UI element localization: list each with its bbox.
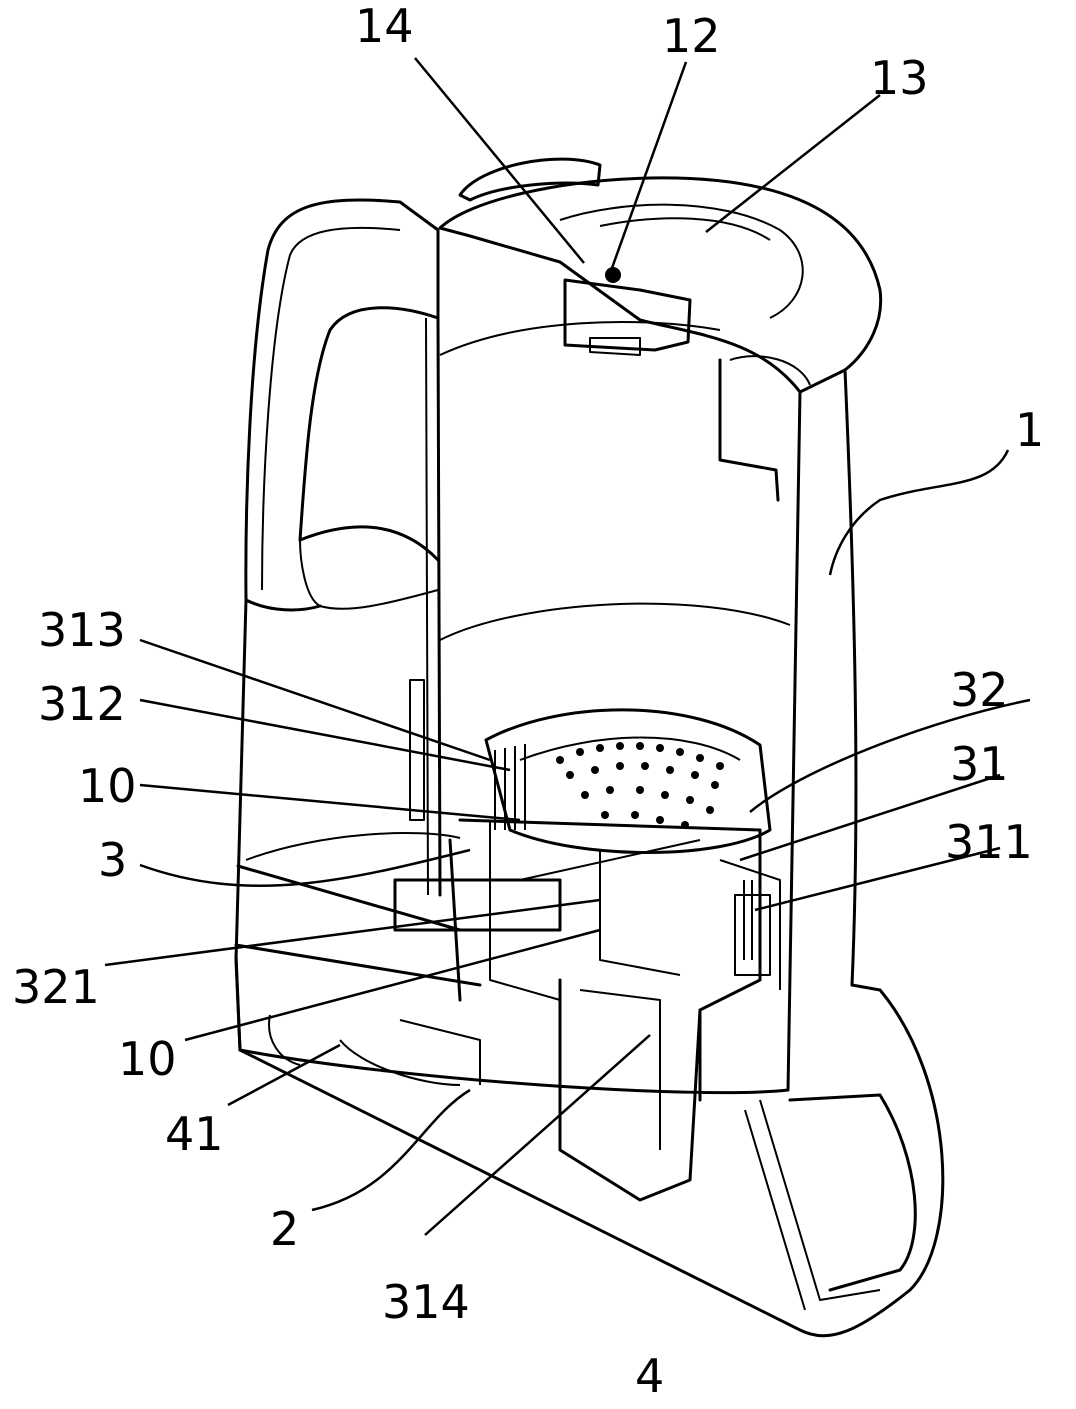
label-31: 31 — [950, 737, 1009, 791]
fins — [409, 679, 761, 960]
leader-lines — [104, 57, 1031, 1236]
kettle-body — [234, 267, 858, 1092]
label-10-bottom: 10 — [118, 1032, 177, 1086]
label-2: 2 — [270, 1202, 299, 1256]
label-12: 12 — [662, 9, 721, 63]
label-3: 3 — [98, 833, 127, 887]
label-4: 4 — [635, 1349, 664, 1403]
label-13: 13 — [870, 51, 929, 105]
label-14: 14 — [355, 0, 414, 53]
lid-button-icon — [605, 267, 621, 283]
filter-assembly — [393, 708, 781, 1202]
label-314: 314 — [382, 1275, 470, 1329]
label-1: 1 — [1015, 403, 1044, 457]
label-10-top: 10 — [78, 759, 137, 813]
label-311: 311 — [945, 815, 1033, 869]
perforated-plate — [556, 742, 724, 829]
handle — [244, 198, 440, 612]
label-312: 312 — [38, 677, 126, 731]
label-41: 41 — [165, 1107, 224, 1161]
lid — [438, 157, 883, 394]
label-313: 313 — [38, 603, 126, 657]
base — [234, 953, 945, 1338]
label-32: 32 — [950, 663, 1009, 717]
reference-labels: 14 12 13 1 313 312 32 10 31 3 311 321 10… — [12, 0, 1044, 1403]
label-321: 321 — [12, 960, 100, 1014]
